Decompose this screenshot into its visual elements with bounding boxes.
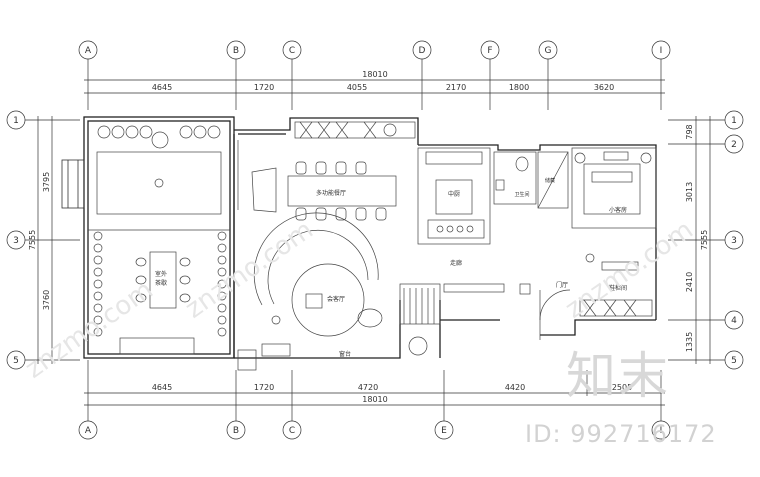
room-label-entrance: 门厅 [556, 281, 568, 289]
room-label-bedroom: 小客房 [609, 206, 627, 214]
outdoor-tea-area [88, 125, 230, 355]
shrubs-left [93, 231, 227, 337]
lounge-labels: 会客厅 窗台 [327, 295, 351, 358]
top-dim-2: 1720 [254, 83, 274, 92]
small-bedroom [571, 147, 657, 271]
right-dimension-labels: 798 3013 2410 1335 7555 [685, 124, 709, 352]
right-dimension-system [668, 110, 744, 370]
outdoor-labels: 室外 茶歇 [155, 270, 167, 287]
top-axis-labels: A B C D F G I [85, 46, 662, 56]
window-label: 窗台 [339, 350, 351, 358]
room-label-storage: 储藏 [545, 177, 555, 184]
top-dimension-labels: 18010 4645 1720 4055 2170 1800 3620 [152, 70, 614, 92]
bottom-axis-c: C [289, 426, 295, 436]
kitchen-labels: 中厨 [448, 190, 460, 198]
top-axis-a: A [85, 46, 92, 56]
room-label-bathroom: 卫生间 [514, 191, 529, 198]
bottom-axis-e: E [441, 426, 447, 436]
top-dim-4: 2170 [446, 83, 466, 92]
right-dim-2: 3013 [685, 182, 694, 202]
room-label-multi-function: 多功能餐厅 [316, 189, 346, 197]
left-axis-5: 5 [13, 356, 19, 366]
room-label-outdoor-2: 茶歇 [155, 279, 167, 287]
room-label-corridor: 走廊 [450, 259, 462, 267]
entrance-area [399, 283, 653, 356]
right-dim-1: 798 [685, 124, 694, 139]
right-axis-labels: 1 2 3 4 5 [731, 116, 737, 366]
bottom-dim-5: 2505 [612, 383, 632, 392]
left-axis-1: 1 [13, 116, 19, 126]
room-label-kitchen: 中厨 [448, 190, 460, 198]
top-axis-i: I [660, 46, 663, 56]
lounge-area [237, 212, 383, 371]
top-dim-6: 3620 [594, 83, 614, 92]
left-total-dimension: 7555 [28, 230, 37, 250]
bottom-dim-1: 4645 [152, 383, 172, 392]
bottom-dim-2: 1720 [254, 383, 274, 392]
right-axis-1: 1 [731, 116, 737, 126]
right-axis-5: 5 [731, 356, 737, 366]
bottom-dim-3: 4720 [358, 383, 378, 392]
bottom-dim-4: 4420 [505, 383, 525, 392]
top-dim-3: 4055 [347, 83, 367, 92]
kitchen [417, 147, 491, 245]
top-dim-1: 4645 [152, 83, 172, 92]
bedroom-labels: 小客房 [609, 206, 627, 214]
top-dim-5: 1800 [509, 83, 529, 92]
bottom-axis-a: A [85, 426, 92, 436]
right-axis-3: 3 [731, 236, 737, 246]
right-dim-3: 2410 [685, 272, 694, 292]
top-axis-c: C [289, 46, 295, 56]
bath-labels: 卫生间 储藏 [514, 177, 555, 198]
bottom-axis-labels: A B C E I [85, 426, 662, 436]
bottom-dimension-system [78, 360, 671, 440]
shrubs-top [97, 125, 221, 149]
right-total-dimension: 7555 [700, 230, 709, 250]
left-dim-2: 3760 [42, 290, 51, 310]
left-axis-labels: 1 3 5 [13, 116, 19, 366]
room-label-living: 会客厅 [327, 295, 345, 303]
top-axis-f: F [487, 46, 492, 56]
top-axis-b: B [233, 46, 239, 56]
top-axis-g: G [545, 46, 552, 56]
left-axis-3: 3 [13, 236, 19, 246]
entrance-labels: 走廊 门厅 鞋柜间 [450, 259, 627, 292]
bottom-axis-b: B [233, 426, 239, 436]
watermark-id: ID: 992716172 [525, 420, 717, 448]
right-axis-4: 4 [731, 316, 737, 326]
watermark-brand: 知末 [566, 347, 670, 405]
room-label-outdoor-1: 室外 [155, 270, 167, 278]
bathroom [493, 151, 569, 209]
left-dim-1: 3795 [42, 172, 51, 192]
bottom-total-dimension: 18010 [362, 395, 387, 404]
multi-function-dining [237, 121, 416, 221]
dining-labels: 多功能餐厅 [316, 189, 346, 197]
room-label-shoe-cabinet: 鞋柜间 [609, 284, 627, 292]
top-dimension-system [78, 40, 671, 110]
top-total-dimension: 18010 [362, 70, 387, 79]
bottom-axis-i: I [660, 426, 663, 436]
top-axis-d: D [419, 46, 426, 56]
right-dim-4: 1335 [685, 332, 694, 352]
right-axis-2: 2 [731, 140, 737, 150]
left-dimension-labels: 7555 3795 3760 [28, 172, 51, 310]
exterior-walls [83, 116, 657, 359]
bottom-dimension-labels: 4645 1720 4720 4420 2505 18010 [152, 383, 632, 404]
left-entry-door [61, 159, 85, 209]
top-axis-bubbles [78, 40, 671, 60]
left-dimension-system [6, 110, 80, 370]
